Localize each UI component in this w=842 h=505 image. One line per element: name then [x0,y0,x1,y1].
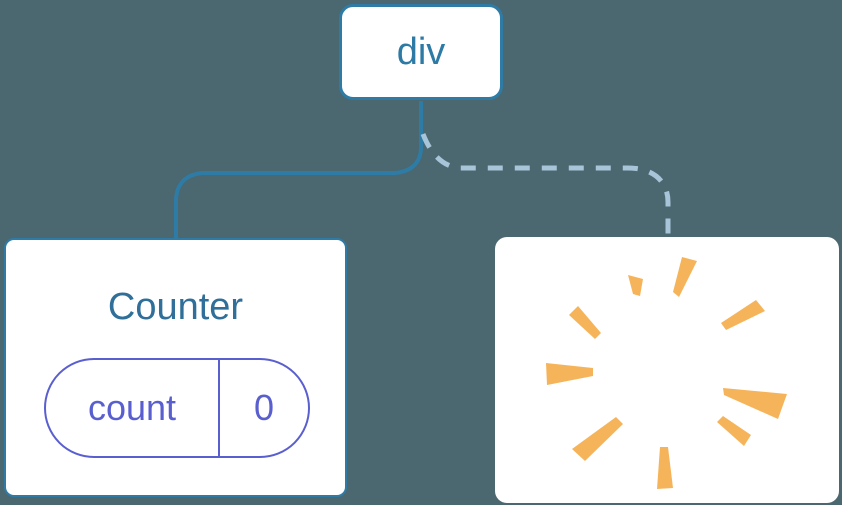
removed-component-card [495,237,839,503]
solid-connector [174,101,423,238]
component-title: Counter [107,286,244,328]
state-pill-key: count [87,387,177,428]
state-pill-value: 0 [218,360,308,456]
state-pill: count 0 [44,358,310,458]
dashed-connector [420,133,671,237]
tree-node-div: div [339,4,503,100]
counter-component-card: Counter count 0 [4,238,347,497]
poof-burst-icon [546,257,787,489]
tree-node-div-label: div [396,31,446,73]
